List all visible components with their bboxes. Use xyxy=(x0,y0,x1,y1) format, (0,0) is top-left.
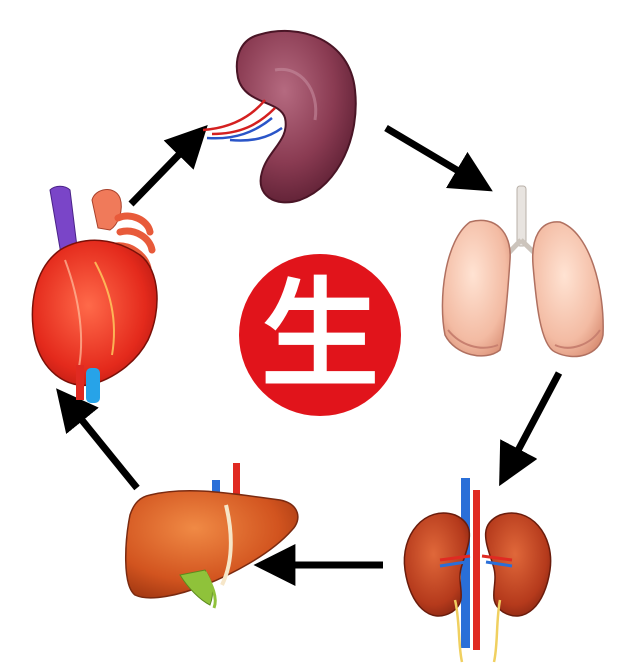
liver-icon xyxy=(125,463,299,609)
kidneys-icon xyxy=(403,478,552,663)
cycle-arrows xyxy=(56,124,563,586)
spleen-icon xyxy=(202,29,357,204)
arrow-lungs-to-kidneys xyxy=(499,371,563,487)
arrow-liver-to-heart xyxy=(56,388,140,491)
heart-icon xyxy=(31,185,158,403)
arrow-heart-to-spleen xyxy=(128,124,208,207)
lungs-icon xyxy=(441,185,604,358)
arrow-spleen-to-lungs xyxy=(384,124,493,192)
center-circle xyxy=(239,254,401,416)
